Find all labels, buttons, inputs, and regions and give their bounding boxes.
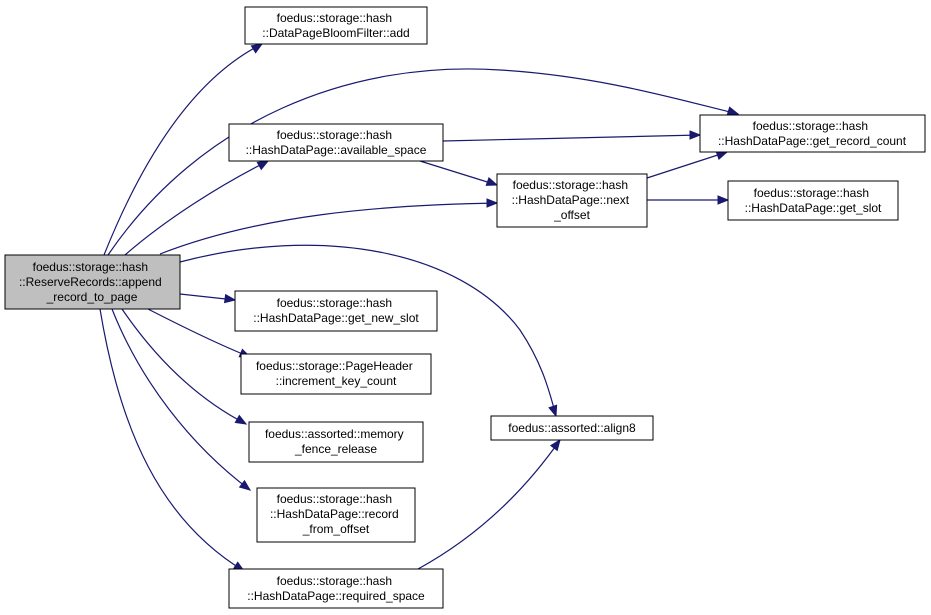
- node-label-line: _record_to_page: [46, 290, 138, 304]
- arrowhead-icon: [726, 106, 740, 116]
- svg-text:foedus::storage::hash ::: foedus::storage::hash ::HashDataPage::re…: [270, 492, 402, 536]
- edge-root-to-bloom-add: [103, 43, 263, 256]
- node-label-line: foedus::storage::hash: [753, 119, 868, 133]
- node-label-line: foedus::storage::hash: [277, 574, 392, 588]
- arrowhead-icon: [717, 195, 730, 205]
- node-label-line: _offset: [553, 208, 590, 222]
- arrowhead-icon: [223, 293, 237, 304]
- node-next-offset[interactable]: foedus::storage::hash ::HashDataPage::ne…: [496, 173, 648, 228]
- edge-root-to-record-from-offset: [111, 308, 251, 491]
- edge-root-to-increment-key-count: [147, 308, 251, 358]
- node-label-line: foedus::storage::hash: [277, 11, 392, 25]
- arrowhead-icon: [256, 160, 270, 171]
- edge-root-to-available-space: [124, 160, 269, 256]
- node-label-line: _fence_release: [294, 442, 377, 456]
- edge-available-space-to-get-record-count: [442, 134, 701, 142]
- edge-available-space-to-next-offset: [419, 160, 498, 186]
- node-label-line: ::HashDataPage::available_space: [246, 143, 427, 157]
- node-label-line: ::HashDataPage::required_space: [247, 589, 425, 603]
- node-label-line: foedus::storage::PageHeader: [256, 359, 413, 373]
- edges-layer: [99, 43, 740, 572]
- arrowhead-icon: [485, 177, 499, 186]
- edge-next-offset-to-get-record-count: [646, 151, 728, 179]
- node-align8[interactable]: foedus::assorted::align8: [490, 415, 654, 441]
- node-label-line: foedus::storage::hash: [277, 296, 392, 310]
- node-get-record-count[interactable]: foedus::storage::hash ::HashDataPage::ge…: [699, 114, 926, 153]
- node-label-line: foedus::storage::hash: [277, 492, 392, 506]
- node-label-line: ::HashDataPage::get_record_count: [718, 134, 907, 148]
- svg-text:foedus::storage::hash ::: foedus::storage::hash ::HashDataPage::av…: [246, 128, 427, 157]
- arrowhead-icon: [715, 151, 729, 160]
- node-label-line: ::DataPageBloomFilter::add: [262, 26, 409, 40]
- node-label-line: ::HashDataPage::get_slot: [745, 201, 882, 215]
- arrowhead-icon: [250, 43, 264, 54]
- edge-root-to-memory-fence-release: [121, 308, 247, 425]
- svg-text:foedus::storage::PageHeader: foedus::storage::PageHeader ::increment_…: [256, 359, 416, 388]
- node-available-space[interactable]: foedus::storage::hash ::HashDataPage::av…: [228, 123, 444, 162]
- arrowhead-icon: [238, 479, 252, 491]
- node-label-line: foedus::storage::hash: [277, 128, 392, 142]
- node-label-line: foedus::assorted::align8: [508, 421, 636, 435]
- node-label-line: foedus::storage::hash: [513, 178, 628, 192]
- node-label-line: ::increment_key_count: [276, 374, 397, 388]
- svg-text:foedus::storage::hash ::: foedus::storage::hash ::HashDataPage::ne…: [512, 178, 633, 222]
- svg-text:foedus::storage::hash ::: foedus::storage::hash ::DataPageBloomFil…: [262, 11, 409, 40]
- node-label-line: ::HashDataPage::get_new_slot: [253, 311, 419, 325]
- node-label-line: _from_offset: [302, 522, 370, 536]
- node-required-space[interactable]: foedus::storage::hash ::HashDataPage::re…: [228, 568, 444, 609]
- svg-text:foedus::storage::hash ::: foedus::storage::hash ::ReserveRecords::…: [19, 260, 165, 304]
- node-label-line: ::HashDataPage::record: [270, 507, 399, 521]
- edge-root-to-align8: [179, 244, 557, 417]
- arrowhead-icon: [234, 414, 248, 425]
- node-record-from-offset[interactable]: foedus::storage::hash ::HashDataPage::re…: [256, 487, 416, 543]
- edge-root-to-required-space: [99, 308, 245, 572]
- node-memory-fence-release[interactable]: foedus::assorted::memory _fence_release: [248, 421, 424, 463]
- node-label-line: ::ReserveRecords::append: [19, 275, 162, 289]
- edge-root-to-next-offset: [159, 202, 498, 255]
- svg-text:foedus::storage::hash ::: foedus::storage::hash ::HashDataPage::ge…: [253, 296, 419, 325]
- node-get-slot[interactable]: foedus::storage::hash ::HashDataPage::ge…: [727, 180, 899, 221]
- svg-text:foedus::storage::hash ::: foedus::storage::hash ::HashDataPage::re…: [247, 574, 425, 603]
- arrowhead-icon: [486, 198, 499, 208]
- svg-text:foedus::assorted::memory: foedus::assorted::memory _fence_release: [265, 427, 407, 456]
- svg-text:foedus::storage::hash ::: foedus::storage::hash ::HashDataPage::ge…: [745, 186, 882, 215]
- node-reserve-records-append-record-to-page[interactable]: foedus::storage::hash ::ReserveRecords::…: [4, 254, 181, 310]
- node-get-new-slot[interactable]: foedus::storage::hash ::HashDataPage::ge…: [234, 290, 438, 332]
- node-data-page-bloom-filter-add[interactable]: foedus::storage::hash ::DataPageBloomFil…: [244, 6, 428, 45]
- arrowhead-icon: [548, 404, 558, 418]
- arrowhead-icon: [689, 130, 702, 140]
- arrowhead-icon: [549, 438, 561, 452]
- edge-required-space-to-align8: [417, 439, 561, 570]
- node-label-line: foedus::storage::hash: [754, 186, 869, 200]
- node-increment-key-count[interactable]: foedus::storage::PageHeader ::increment_…: [240, 353, 432, 395]
- node-label-line: foedus::storage::hash: [33, 260, 148, 274]
- svg-text:foedus::storage::hash ::: foedus::storage::hash ::HashDataPage::ge…: [718, 119, 907, 148]
- node-label-line: ::HashDataPage::next: [512, 193, 630, 207]
- edge-root-to-get-record-count: [107, 68, 739, 256]
- node-label-line: foedus::assorted::memory: [265, 427, 404, 441]
- svg-text:foedus::assorted::align8: foedus::assorted::align8: [508, 421, 636, 435]
